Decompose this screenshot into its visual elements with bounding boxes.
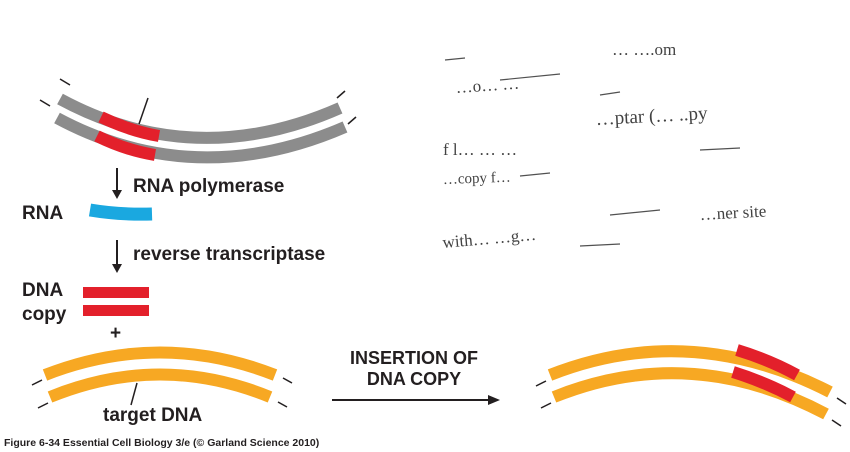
faded-line-7: with… …g… xyxy=(442,225,537,252)
source-dna-tick-right-top xyxy=(336,90,346,99)
plus-sign: + xyxy=(110,323,121,344)
source-dna-strand-top xyxy=(57,93,343,144)
insertion-arrow xyxy=(332,395,500,405)
faded-line-4: f l… … … xyxy=(443,140,517,159)
label-reverse-transcriptase: reverse transcriptase xyxy=(133,244,325,265)
label-copy: copy xyxy=(22,304,67,325)
dna-copy-strand-top xyxy=(83,287,149,298)
target-dna-strand-bottom xyxy=(47,368,273,403)
label-target-dna: target DNA xyxy=(103,405,203,426)
faded-fragments xyxy=(444,57,741,247)
label-rna: RNA xyxy=(22,203,63,224)
arrow-rna-polymerase xyxy=(112,168,122,199)
figure-caption: Figure 6-34 Essential Cell Biology 3/e (… xyxy=(4,437,319,449)
faded-line-3: …ptar (… ..py xyxy=(595,103,708,130)
faded-text-block: … ….om …o… … …ptar (… ..py f l… … … …cop… xyxy=(442,40,767,252)
source-dna-tick-left-bottom xyxy=(39,99,51,107)
label-insertion-line1: INSERTION OF xyxy=(350,348,478,368)
faded-line-2: …o… … xyxy=(455,74,520,97)
arrow-reverse-transcriptase xyxy=(112,240,122,273)
source-dna-tick-right-bottom xyxy=(347,116,357,125)
inserted-copy-bottom xyxy=(731,366,796,403)
target-dna-tick-right-top xyxy=(282,377,293,384)
target-dna-tick-right-bottom xyxy=(277,401,288,408)
target-dna-strand-top xyxy=(42,346,278,381)
target-dna-tick-left-top xyxy=(31,379,43,386)
faded-line-5: …copy f… xyxy=(443,170,511,188)
source-dna-strand-bottom xyxy=(54,112,348,164)
target-dna xyxy=(31,346,293,409)
label-insertion-line2: DNA COPY xyxy=(367,369,461,389)
target-dna-tick-left-bottom xyxy=(37,402,49,409)
recombinant-tick-right-bottom xyxy=(831,419,842,427)
gene-segment-bottom xyxy=(94,130,157,161)
recombinant-tick-right-top xyxy=(836,397,847,405)
source-dna xyxy=(39,78,357,164)
recombinant-tick-left-bottom xyxy=(540,402,552,409)
recombinant-dna xyxy=(535,344,847,427)
recombinant-tick-left-top xyxy=(535,380,547,387)
label-dna: DNA xyxy=(22,280,63,301)
rna-molecule xyxy=(88,203,153,221)
gene-segment-top xyxy=(98,111,161,142)
gene-pointer xyxy=(138,97,149,125)
source-dna-tick-left-top xyxy=(59,78,71,86)
target-dna-pointer xyxy=(130,382,138,406)
faded-line-6: …ner site xyxy=(699,202,766,224)
faded-line-1: … ….om xyxy=(612,40,676,59)
inserted-copy-top xyxy=(735,344,800,381)
dna-copy-strand-bottom xyxy=(83,305,149,316)
label-rna-polymerase: RNA polymerase xyxy=(133,176,284,197)
